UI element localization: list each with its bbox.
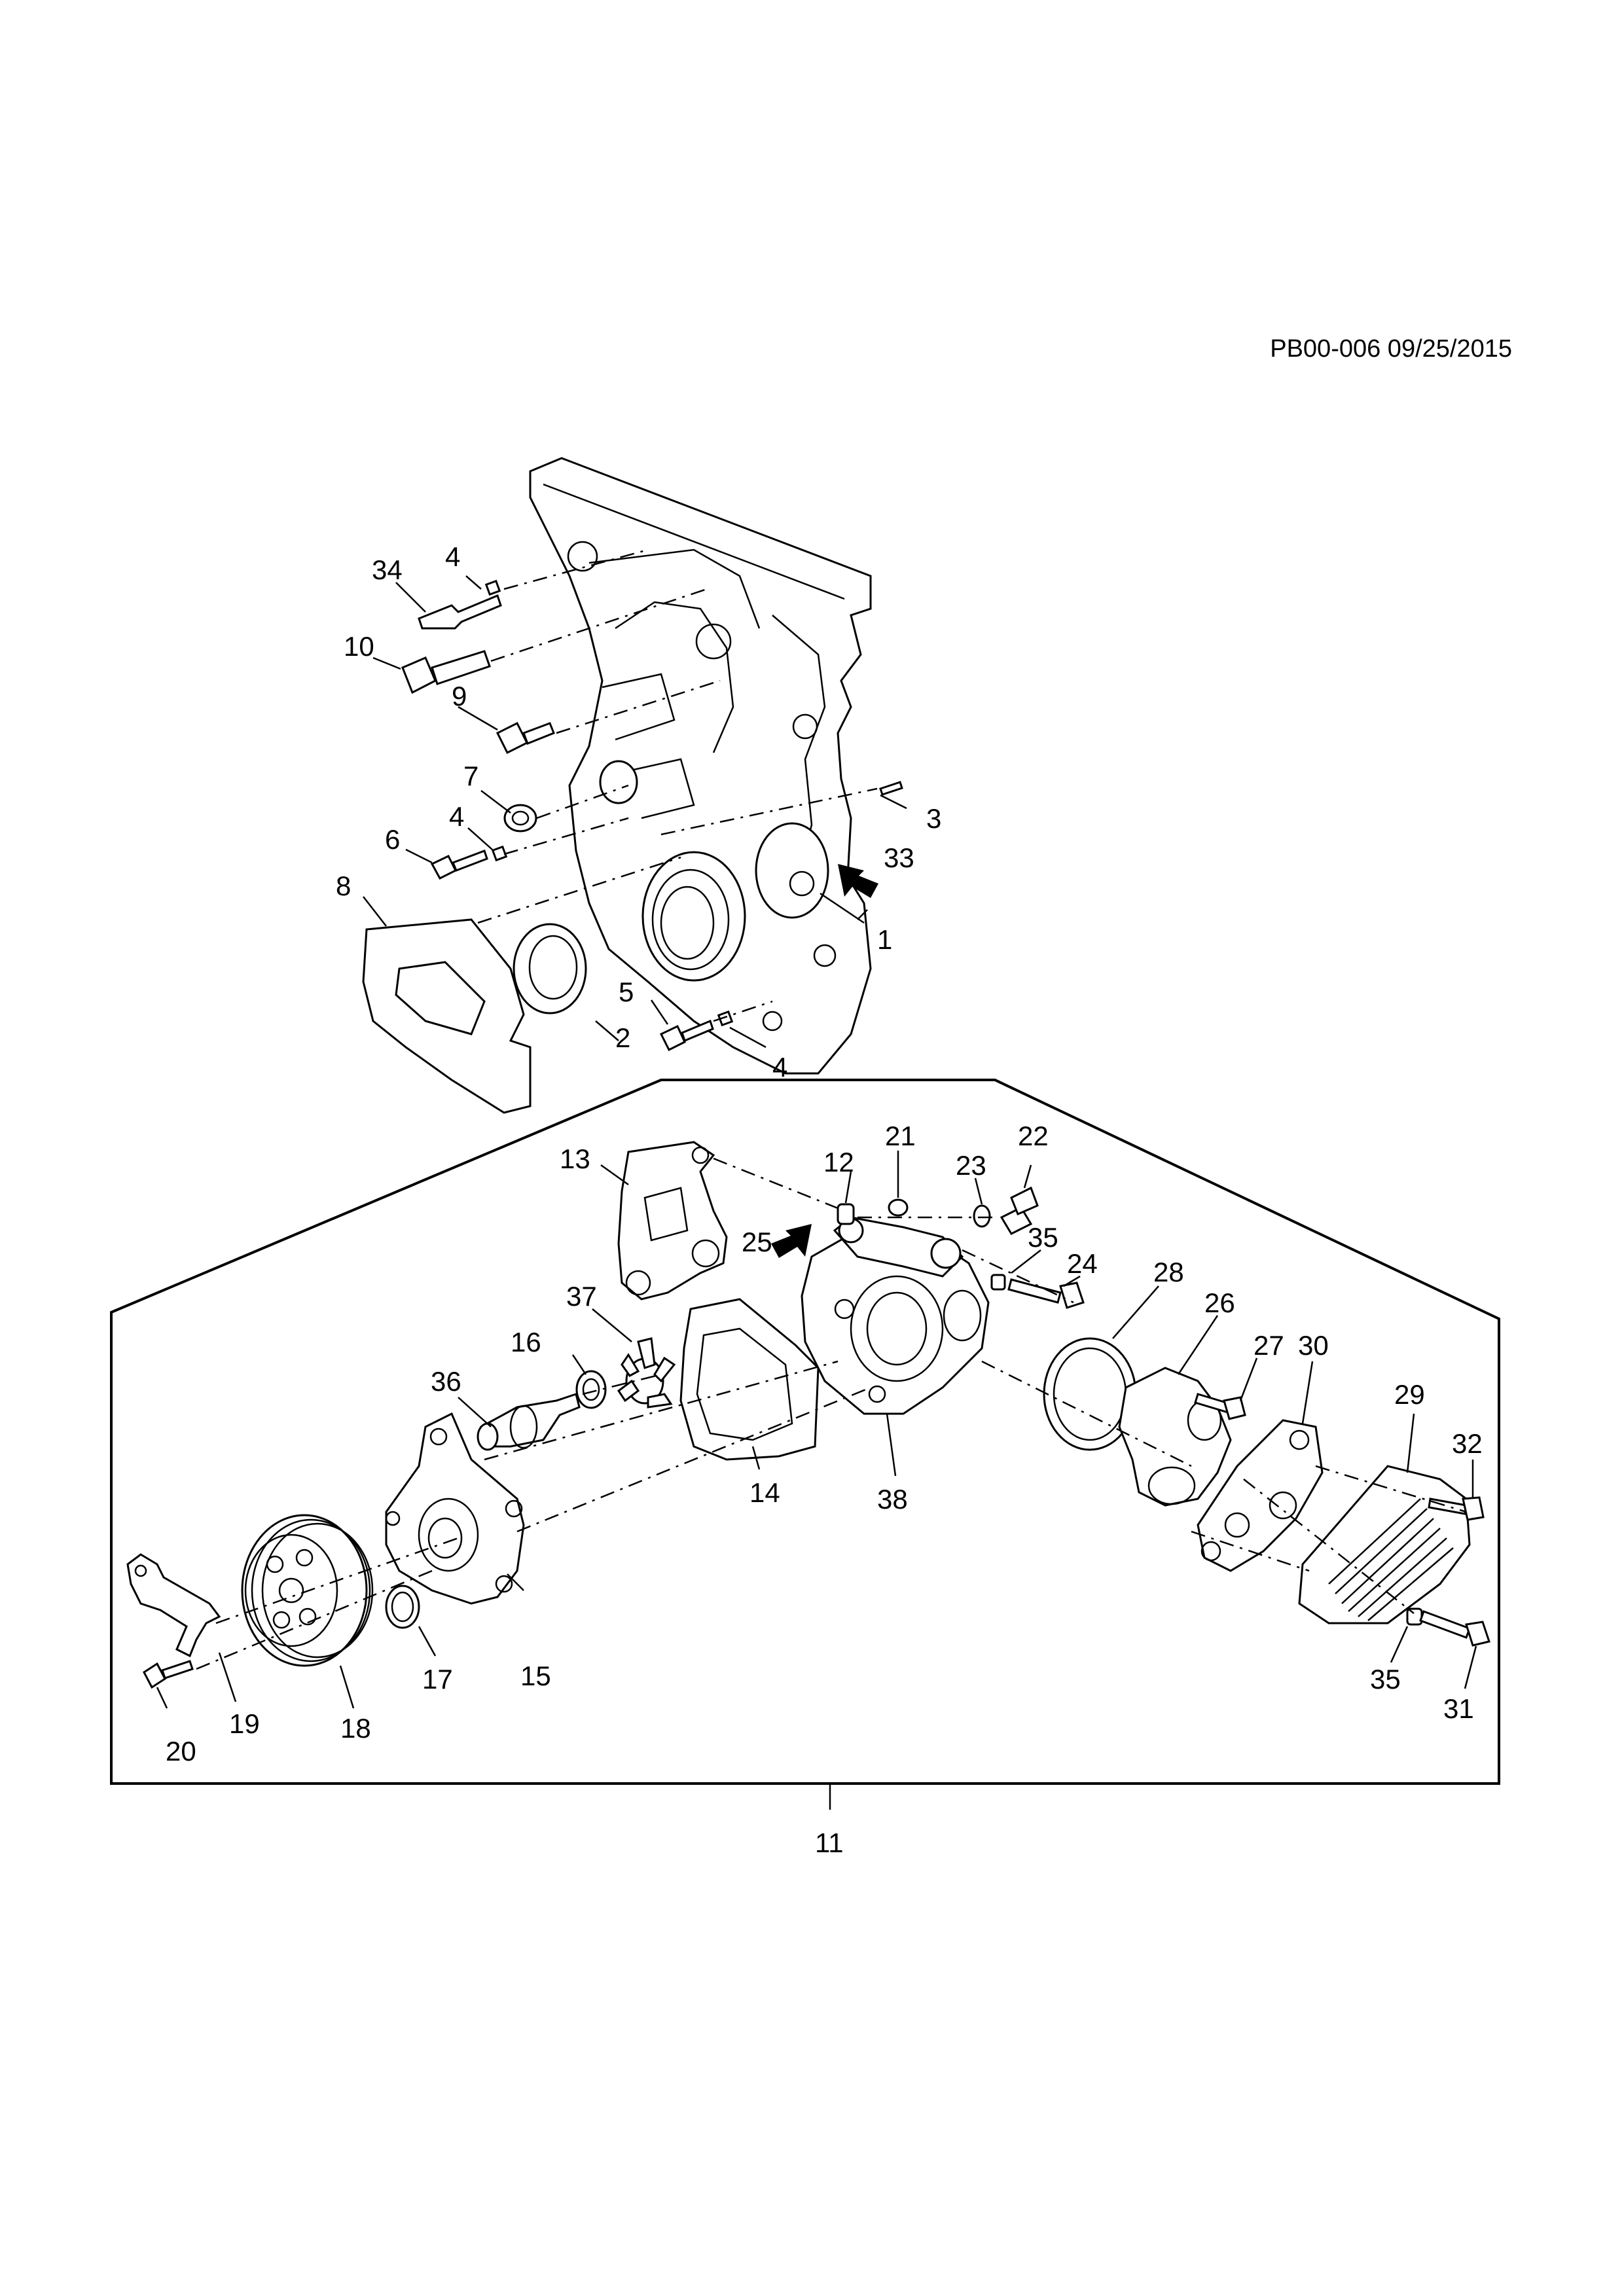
- bolt-22: [1000, 1186, 1039, 1235]
- callout-6: 6: [385, 824, 400, 855]
- spacer-35-top: [990, 1274, 1006, 1291]
- timing-cover-assembly: [529, 457, 872, 1075]
- dowel-4-mid: [491, 845, 508, 862]
- callout-20: 20: [166, 1736, 196, 1767]
- callout-24: 24: [1067, 1248, 1098, 1279]
- callout-30: 30: [1298, 1330, 1329, 1361]
- pulley-18: [241, 1514, 374, 1667]
- dowel-4-top: [484, 579, 501, 596]
- callout-29: 29: [1394, 1379, 1425, 1410]
- seal-16: [575, 1370, 607, 1409]
- washer-23: [973, 1204, 991, 1228]
- direction-arrow-25: [771, 1224, 812, 1258]
- callout-3: 3: [926, 803, 941, 834]
- callout-34: 34: [372, 554, 403, 585]
- heat-shield: [362, 918, 532, 1114]
- callout-8: 8: [336, 870, 351, 901]
- bearing-shaft-36: [477, 1393, 581, 1451]
- callout-38: 38: [877, 1484, 908, 1515]
- dowel-pin-3: [879, 781, 903, 796]
- callout-21: 21: [885, 1121, 916, 1151]
- plug-21: [888, 1198, 909, 1217]
- callout-22: 22: [1018, 1121, 1049, 1151]
- oil-cooler-29: [1298, 1465, 1471, 1624]
- callout-4-mid: 4: [449, 801, 464, 832]
- bolt-24: [1007, 1278, 1085, 1309]
- diagram-reference: PB00-006 09/25/2015: [1270, 335, 1512, 363]
- callout-25: 25: [742, 1227, 772, 1257]
- callout-18: 18: [340, 1713, 371, 1744]
- callout-16: 16: [511, 1327, 541, 1357]
- callout-28: 28: [1153, 1257, 1184, 1287]
- dowel-4-bottom: [717, 1010, 734, 1027]
- callout-2: 2: [615, 1022, 630, 1053]
- bolt-34: [418, 594, 502, 630]
- callout-9: 9: [452, 681, 467, 711]
- impeller-37: [617, 1337, 676, 1408]
- callout-32: 32: [1452, 1428, 1483, 1459]
- bolt-20: [143, 1660, 194, 1689]
- gasket-13: [617, 1141, 728, 1300]
- gasket-14: [679, 1298, 820, 1461]
- bolt-27: [1194, 1393, 1246, 1420]
- bolt-9: [496, 721, 555, 755]
- callout-4-top: 4: [445, 541, 460, 572]
- callout-11: 11: [815, 1827, 844, 1858]
- thermostat-body: [833, 1216, 964, 1278]
- callout-19: 19: [229, 1708, 260, 1739]
- callout-10: 10: [344, 631, 374, 662]
- bolt-10: [401, 650, 491, 694]
- callout-33: 33: [884, 842, 914, 873]
- callout-14: 14: [749, 1477, 780, 1508]
- callout-5: 5: [619, 977, 634, 1007]
- bracket-19: [126, 1553, 221, 1658]
- pump-body-15: [385, 1412, 525, 1605]
- plug-7: [503, 804, 537, 833]
- callout-15: 15: [520, 1660, 551, 1691]
- callout-35-top: 35: [1028, 1222, 1058, 1253]
- callout-1: 1: [877, 924, 892, 955]
- group-frame: [110, 1079, 1500, 1785]
- callout-26: 26: [1204, 1287, 1235, 1318]
- callout-17: 17: [422, 1664, 453, 1695]
- spacer-35-bottom: [1406, 1607, 1423, 1626]
- bolt-5: [659, 1019, 714, 1052]
- direction-arrow-33: [838, 864, 878, 898]
- callout-27: 27: [1254, 1330, 1284, 1361]
- timing-cover: [529, 457, 872, 1075]
- front-seal: [513, 923, 587, 1014]
- callout-23: 23: [956, 1150, 986, 1181]
- callout-7: 7: [463, 761, 478, 791]
- callout-35-bottom: 35: [1370, 1664, 1401, 1695]
- callout-31: 31: [1443, 1693, 1474, 1724]
- sleeve-12: [837, 1203, 855, 1225]
- callout-13: 13: [560, 1143, 590, 1174]
- bolt-6: [430, 850, 488, 880]
- callout-36: 36: [431, 1366, 461, 1397]
- callout-37: 37: [566, 1281, 597, 1312]
- callout-4-bottom: 4: [772, 1052, 787, 1083]
- callout-12: 12: [823, 1147, 854, 1177]
- bolt-31: [1419, 1610, 1490, 1647]
